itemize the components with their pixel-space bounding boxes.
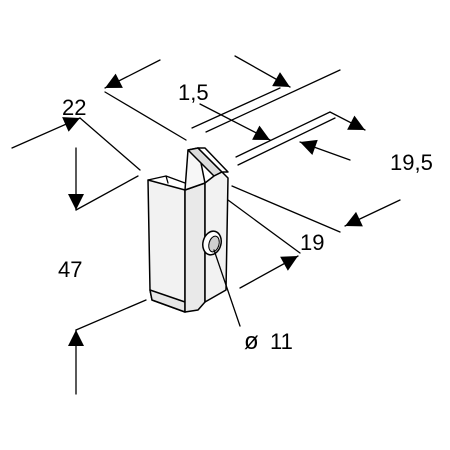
dim-label-19: 19: [300, 230, 324, 255]
dimension-22: 22: [11, 59, 187, 171]
dimension-1-5: 1,5: [178, 55, 341, 133]
dimension-19: 19: [227, 185, 401, 289]
dim-label-1-5: 1,5: [178, 80, 209, 105]
diameter-symbol: ø: [244, 328, 259, 355]
dimension-47: 47: [58, 147, 147, 395]
dim-label-22: 22: [62, 95, 86, 120]
dimension-hole: ø 11: [213, 249, 293, 355]
dim-label-hole: 11: [270, 329, 293, 354]
dimension-19-5: 19,5: [199, 103, 433, 175]
bracket-part: [147, 147, 229, 313]
dim-label-19-5: 19,5: [390, 150, 433, 175]
dim-label-47: 47: [58, 257, 82, 282]
